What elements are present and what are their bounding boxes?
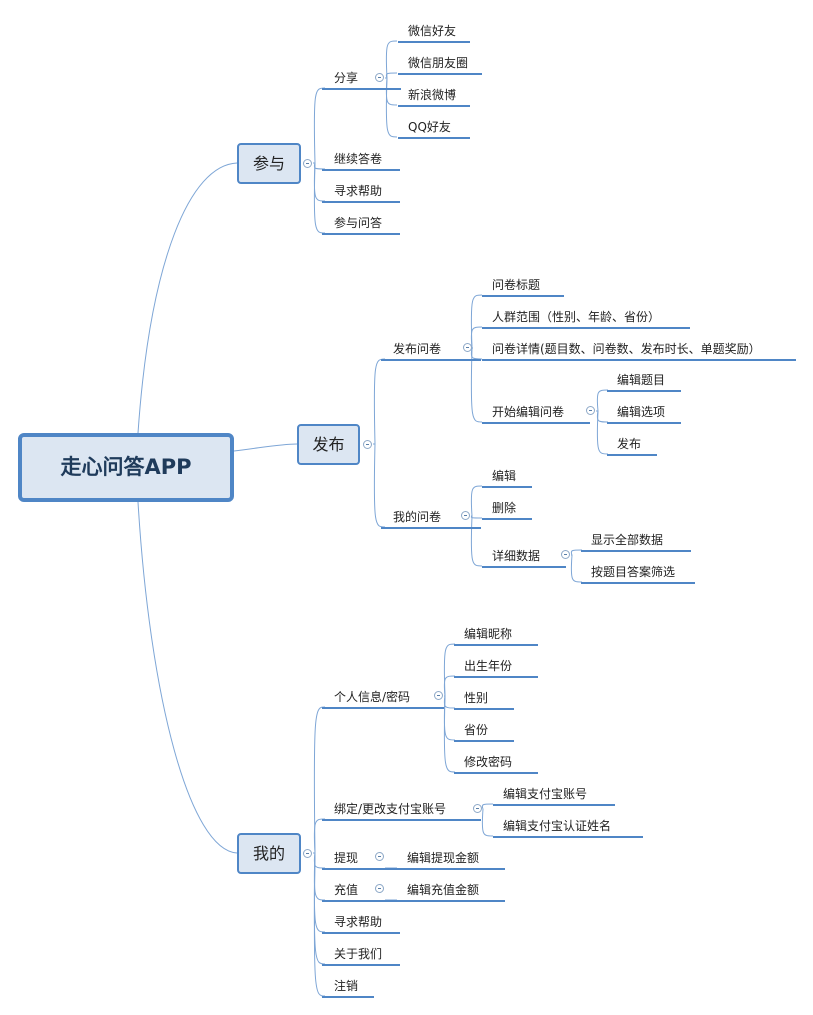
collapse-toggle-canyu[interactable] xyxy=(303,159,312,168)
node-geren-xinxi[interactable]: 个人信息/密码 xyxy=(322,689,444,709)
connector-line xyxy=(385,40,398,79)
node-bianji-chongzhi-jine[interactable]: 编辑充值金额 xyxy=(397,882,505,902)
collapse-toggle-geren-xinxi[interactable] xyxy=(434,691,443,700)
node-wode-wenjuan[interactable]: 我的问卷 xyxy=(381,509,481,529)
collapse-toggle-fabu[interactable] xyxy=(363,440,372,449)
connector-line xyxy=(385,77,398,138)
connector-line xyxy=(481,808,494,837)
connector-line xyxy=(470,326,483,349)
node-chusheng-nianfen[interactable]: 出生年份 xyxy=(454,658,538,678)
connector-line xyxy=(137,501,238,854)
connector-line xyxy=(233,443,298,452)
node-bianji-zhifubao-zhanghao[interactable]: 编辑支付宝账号 xyxy=(493,786,615,806)
node-wenjuan-xiangqing[interactable]: 问卷详情(题目数、问卷数、发布时长、单题奖励） xyxy=(482,341,796,361)
node-shanchu[interactable]: 删除 xyxy=(482,500,532,520)
node-fabu-wenjuan[interactable]: 发布问卷 xyxy=(381,341,481,361)
branch-fabu[interactable]: 发布 xyxy=(297,424,360,465)
connector-line xyxy=(570,549,583,556)
node-shengfen[interactable]: 省份 xyxy=(454,722,514,742)
connector-line xyxy=(470,485,483,517)
branch-wode[interactable]: 我的 xyxy=(237,833,301,874)
node-chongzhi[interactable]: 充值 xyxy=(322,882,406,902)
node-guanyu-women[interactable]: 关于我们 xyxy=(322,946,400,966)
node-bianji-xuanxiang[interactable]: 编辑选项 xyxy=(607,404,681,424)
node-xiangxi-shuju[interactable]: 详细数据 xyxy=(482,548,566,568)
node-weixin-pengyouquan[interactable]: 微信朋友圈 xyxy=(398,55,482,75)
collapse-toggle-bangding[interactable] xyxy=(473,804,482,813)
connector-line xyxy=(373,443,386,528)
connector-line xyxy=(596,389,609,412)
node-qq-haoyou[interactable]: QQ好友 xyxy=(398,119,470,139)
connector-line xyxy=(385,72,398,79)
node-kaishi-bianji[interactable]: 开始编辑问卷 xyxy=(482,404,590,424)
node-bianji-zhifubao-xingming[interactable]: 编辑支付宝认证姓名 xyxy=(493,818,643,838)
connector-line xyxy=(481,803,494,810)
node-bianji[interactable]: 编辑 xyxy=(482,468,532,488)
node-xinlang-weibo[interactable]: 新浪微博 xyxy=(398,87,470,107)
node-xianshi-quanbu[interactable]: 显示全部数据 xyxy=(581,532,691,552)
connector-line xyxy=(443,695,456,773)
collapse-toggle-xiangxi-shuju[interactable] xyxy=(561,550,570,559)
connector-line xyxy=(313,706,326,854)
node-bianji-tixian-jine[interactable]: 编辑提现金额 xyxy=(397,850,505,870)
node-anti-shaixuan[interactable]: 按题目答案筛选 xyxy=(581,564,695,584)
connector-line xyxy=(596,410,609,455)
connector-line xyxy=(313,162,326,234)
collapse-toggle-tixian[interactable] xyxy=(375,852,384,861)
node-xunqiu-bangzhu-2[interactable]: 寻求帮助 xyxy=(322,914,400,934)
node-wenjuan-biaoti[interactable]: 问卷标题 xyxy=(482,277,564,297)
connector-line xyxy=(313,852,326,997)
root-node[interactable]: 走心问答APP xyxy=(18,433,234,502)
collapse-toggle-chongzhi[interactable] xyxy=(375,884,384,893)
node-canyu-wenda[interactable]: 参与问答 xyxy=(322,215,400,235)
collapse-toggle-fabu-wenjuan[interactable] xyxy=(463,343,472,352)
connector-line xyxy=(313,818,326,854)
collapse-toggle-wode-wenjuan[interactable] xyxy=(461,511,470,520)
node-tixian[interactable]: 提现 xyxy=(322,850,406,870)
node-renqun-fanwei[interactable]: 人群范围（性别、年龄、省份） xyxy=(482,309,690,329)
collapse-toggle-kaishi-bianji[interactable] xyxy=(586,406,595,415)
node-fabu-leaf[interactable]: 发布 xyxy=(607,436,657,456)
node-bianji-nicheng[interactable]: 编辑昵称 xyxy=(454,626,538,646)
node-xunqiu-bangzhu-1[interactable]: 寻求帮助 xyxy=(322,183,400,203)
node-bangding-zhifubao[interactable]: 绑定/更改支付宝账号 xyxy=(322,801,481,821)
node-zhuxiao[interactable]: 注销 xyxy=(322,978,374,998)
branch-canyu[interactable]: 参与 xyxy=(237,143,301,184)
connector-line xyxy=(443,675,456,697)
collapse-toggle-fenxiang[interactable] xyxy=(375,73,384,82)
collapse-toggle-wode[interactable] xyxy=(303,849,312,858)
node-xingbie[interactable]: 性别 xyxy=(454,690,514,710)
node-bianji-timu[interactable]: 编辑题目 xyxy=(607,372,681,392)
connector-line xyxy=(137,162,238,434)
node-jixu-dajuan[interactable]: 继续答卷 xyxy=(322,151,400,171)
node-xiugai-mima[interactable]: 修改密码 xyxy=(454,754,538,774)
node-weixin-haoyou[interactable]: 微信好友 xyxy=(398,23,470,43)
connector-line xyxy=(373,358,386,445)
connector-line xyxy=(570,554,583,583)
connector-line xyxy=(470,347,483,423)
node-fenxiang[interactable]: 分享 xyxy=(322,70,401,90)
